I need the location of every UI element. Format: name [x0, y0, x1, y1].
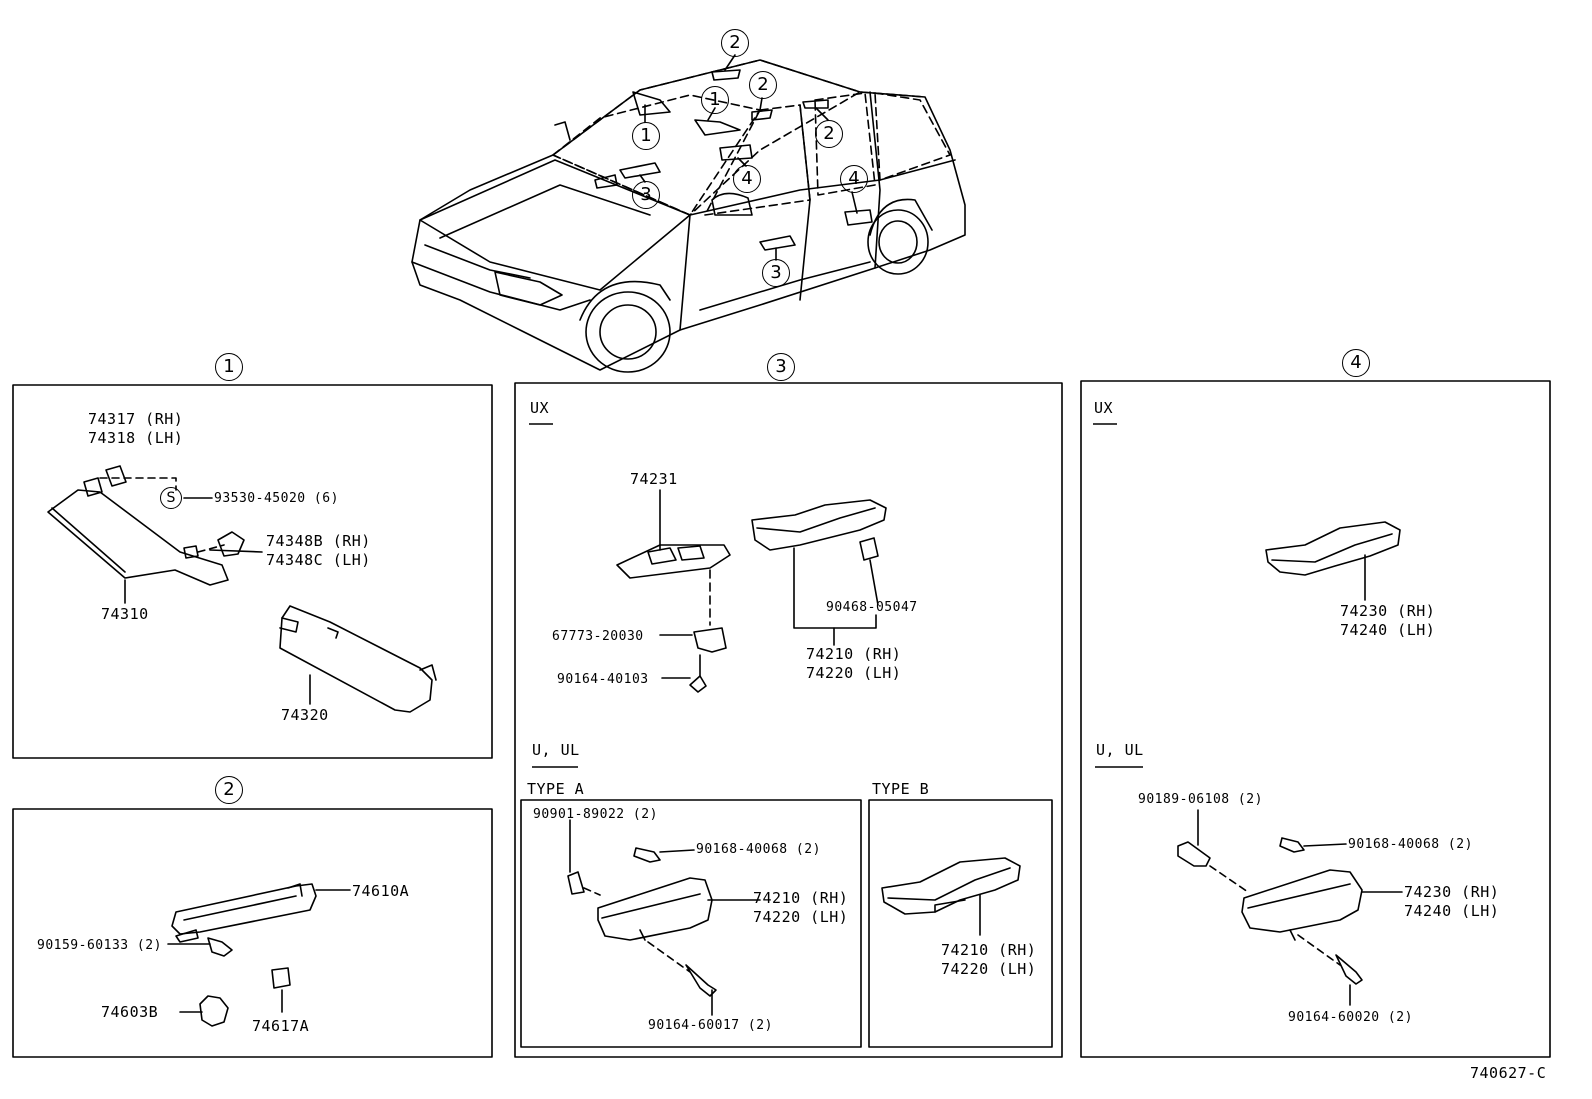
part-label-74610a: 74610A — [352, 882, 410, 900]
section-frame-front-door — [514, 382, 1063, 1058]
section-heading-1: 1 — [215, 353, 243, 381]
variant-label-u-ul-rear: U, UL — [1096, 741, 1144, 759]
part-label-74320: 74320 — [281, 706, 329, 724]
variant-label-type-b: TYPE B — [872, 780, 930, 798]
part-label-90468-05047: 90468-05047 — [826, 600, 918, 615]
variant-label-type-a: TYPE A — [527, 780, 585, 798]
part-label-67773-20030: 67773-20030 — [552, 629, 644, 644]
part-label-74210-front: 74210 (RH) 74220 (LH) — [806, 645, 902, 682]
part-label-90168-40068-front: 90168-40068 (2) — [696, 842, 821, 857]
callout-4-front: 4 — [733, 165, 761, 193]
section-heading-3: 3 — [767, 353, 795, 381]
section-heading-2: 2 — [215, 776, 243, 804]
part-label-90189-06108: 90189-06108 (2) — [1138, 792, 1263, 807]
section-frame-sun-visor — [12, 384, 493, 759]
part-label-90168-40068-rear: 90168-40068 (2) — [1348, 837, 1473, 852]
section-frame-rear-door — [1080, 380, 1551, 1058]
callout-2-roof: 2 — [721, 29, 749, 57]
part-label-93530-45020: 93530-45020 (6) — [214, 491, 339, 506]
type-a-pull-illustration — [567, 819, 761, 1016]
part-label-74210-type-b: 74210 (RH) 74220 (LH) — [941, 941, 1037, 978]
rear-door-pull-illustration — [1265, 521, 1401, 601]
screw-symbol: S — [160, 487, 182, 509]
front-door-switch-illustration — [616, 489, 887, 693]
section-frame-assist-grip — [12, 808, 493, 1058]
rear-door-pull-uul-illustration — [1177, 809, 1403, 1006]
assist-grip-illustration — [167, 883, 351, 1027]
type-b-pull-illustration — [881, 857, 1021, 936]
section-frame-type-b — [868, 799, 1053, 1048]
part-label-90164-60017: 90164-60017 (2) — [648, 1018, 773, 1033]
section-heading-4: 4 — [1342, 349, 1370, 377]
part-label-74310: 74310 — [101, 605, 149, 623]
callout-3-door: 3 — [762, 259, 790, 287]
part-label-74617a: 74617A — [252, 1017, 310, 1035]
part-label-90159-60133: 90159-60133 (2) — [37, 938, 162, 953]
car-overview-illustration — [411, 54, 966, 373]
part-label-90901-89022: 90901-89022 (2) — [533, 807, 658, 822]
part-label-74317: 74317 (RH) 74318 (LH) — [88, 410, 184, 447]
part-label-74231: 74231 — [630, 470, 678, 488]
part-label-74348: 74348B (RH) 74348C (LH) — [266, 532, 371, 569]
callout-2-grip: 2 — [749, 71, 777, 99]
section-frame-type-a — [520, 799, 862, 1048]
callout-1-visor: 1 — [701, 86, 729, 114]
part-label-90164-60020: 90164-60020 (2) — [1288, 1010, 1413, 1025]
part-label-90164-40103: 90164-40103 — [557, 672, 649, 687]
figure-id: 740627-C — [1470, 1064, 1547, 1082]
variant-label-ux-front: UX — [530, 399, 550, 417]
callout-4-rear: 4 — [840, 165, 868, 193]
callout-1-visor-left: 1 — [632, 122, 660, 150]
callout-3-front: 3 — [632, 181, 660, 209]
callout-2-rear-grip: 2 — [815, 120, 843, 148]
variant-label-u-ul-front: U, UL — [532, 741, 580, 759]
sun-visor-illustration — [47, 465, 437, 713]
variant-label-ux-rear: UX — [1094, 399, 1114, 417]
part-label-74603b: 74603B — [101, 1003, 159, 1021]
part-label-74230-uul: 74230 (RH) 74240 (LH) — [1404, 883, 1500, 920]
part-label-74230-rear: 74230 (RH) 74240 (LH) — [1340, 602, 1436, 639]
part-label-74210-type-a: 74210 (RH) 74220 (LH) — [753, 889, 849, 926]
